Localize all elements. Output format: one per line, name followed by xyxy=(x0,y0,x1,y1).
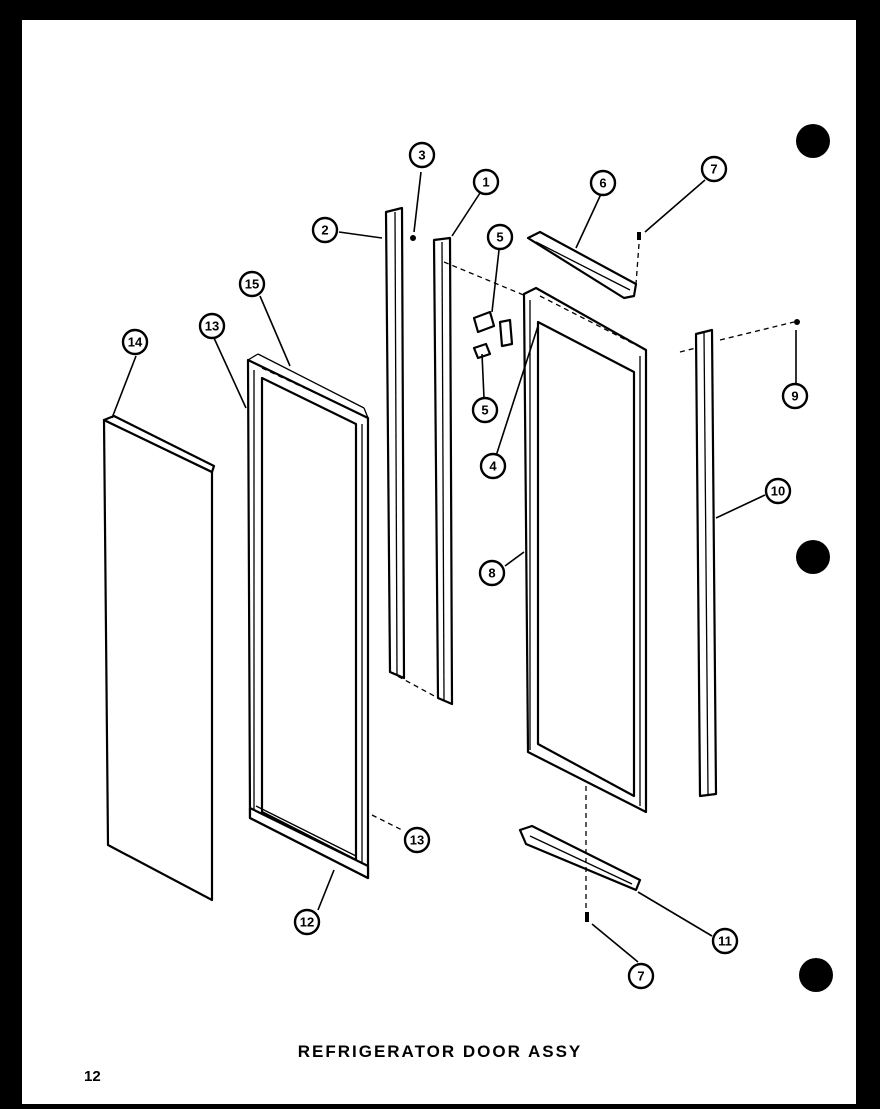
part-12-bottom-rail xyxy=(248,805,370,880)
svg-text:12: 12 xyxy=(300,915,314,930)
svg-text:10: 10 xyxy=(771,484,785,499)
part-7-screw-lower xyxy=(585,912,589,922)
diagram-title: REFRIGERATOR DOOR ASSY xyxy=(297,1042,583,1061)
part-5-bracket-upper xyxy=(472,310,514,348)
callout-5a: 5 xyxy=(486,223,514,251)
svg-text:13: 13 xyxy=(205,319,219,334)
binder-hole-bottom xyxy=(799,958,833,992)
svg-text:3: 3 xyxy=(418,148,425,163)
svg-text:1: 1 xyxy=(482,175,489,190)
callout-11: 11 xyxy=(711,927,739,955)
callout-5b: 5 xyxy=(471,396,499,424)
part-9-screw xyxy=(794,319,800,325)
callout-7a: 7 xyxy=(700,155,728,183)
page-number: 12 xyxy=(84,1068,101,1085)
callout-10: 10 xyxy=(764,477,792,505)
callout-7b: 7 xyxy=(627,962,655,990)
callout-12: 12 xyxy=(293,908,321,936)
part-7-screw-upper xyxy=(637,232,641,240)
svg-text:9: 9 xyxy=(791,389,798,404)
part-5-bracket-lower xyxy=(472,342,492,360)
part-11-bottom-cap xyxy=(518,824,642,892)
svg-text:5: 5 xyxy=(481,403,488,418)
callout-4: 4 xyxy=(479,452,507,480)
svg-text:7: 7 xyxy=(710,162,717,177)
binder-hole-top xyxy=(796,124,830,158)
svg-text:14: 14 xyxy=(128,335,143,350)
svg-text:8: 8 xyxy=(488,566,495,581)
callout-15: 15 xyxy=(238,270,266,298)
callout-14: 14 xyxy=(121,328,149,356)
svg-text:2: 2 xyxy=(321,223,328,238)
callout-3: 3 xyxy=(408,141,436,169)
callout-13b: 13 xyxy=(403,826,431,854)
callout-13a: 13 xyxy=(198,312,226,340)
part-3-screw xyxy=(410,235,416,241)
part-14-outer-panel xyxy=(102,414,216,902)
callout-6: 6 xyxy=(589,169,617,197)
svg-text:15: 15 xyxy=(245,277,259,292)
part-10-handle xyxy=(694,328,718,798)
part-8-door-frame xyxy=(522,286,648,814)
svg-text:4: 4 xyxy=(489,459,497,474)
part-2-channel xyxy=(384,206,406,680)
part-1-channel xyxy=(432,236,454,706)
svg-text:13: 13 xyxy=(410,833,424,848)
callout-1: 1 xyxy=(472,168,500,196)
part-13-door-frame xyxy=(246,353,370,880)
binder-hole-middle xyxy=(796,540,830,574)
svg-text:6: 6 xyxy=(599,176,606,191)
callout-2: 2 xyxy=(311,216,339,244)
part-6-top-cap xyxy=(526,230,638,300)
svg-text:11: 11 xyxy=(718,934,732,949)
callout-9: 9 xyxy=(781,382,809,410)
svg-text:5: 5 xyxy=(496,230,503,245)
svg-text:7: 7 xyxy=(637,969,644,984)
callout-8: 8 xyxy=(478,559,506,587)
